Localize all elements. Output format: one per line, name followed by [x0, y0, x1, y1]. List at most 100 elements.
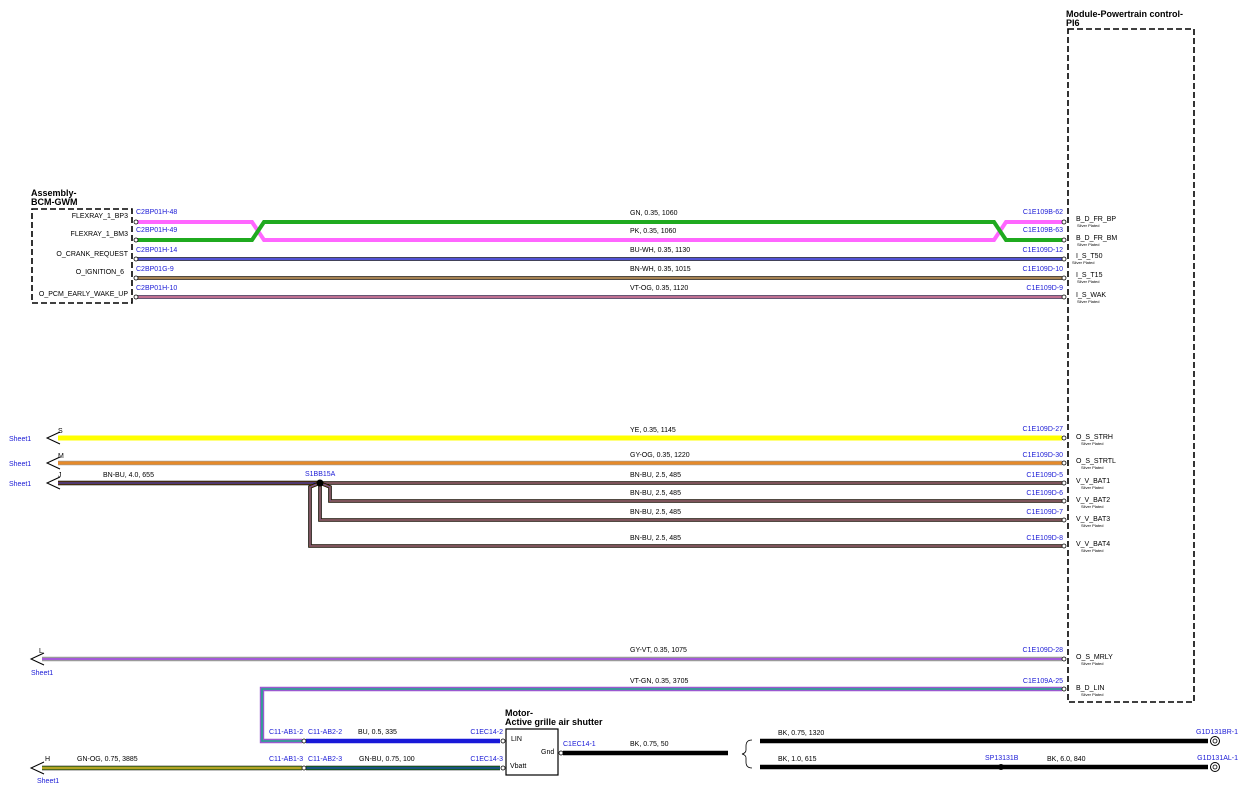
wire-spec: GN-BU, 0.75, 100 — [359, 756, 415, 763]
vbatt-circuit: H Sheet1 GN-OG, 0.75, 3885 C11-AB1-3 C11… — [29, 756, 506, 785]
flexray-wire-pink — [136, 220, 1062, 242]
pcm-connector: C1E109D-6 — [1026, 490, 1063, 497]
bcm-connector-left: C2BP01G-9 — [136, 266, 174, 273]
wire-spec: BN-BU, 2.5, 485 — [630, 509, 681, 516]
wire-spec: GY-OG, 0.35, 1220 — [630, 452, 690, 459]
wire-stripe — [319, 482, 1062, 502]
wire-body — [319, 481, 1062, 503]
motor-pin-vbatt: Vbatt — [510, 763, 526, 770]
plating-note: Silver Plated — [1077, 242, 1099, 247]
pcm-connector: C1E109B-62 — [1023, 209, 1063, 216]
ground-circuit: C1EC14-1 BK, 0.75, 50 BK, 0.75, 1320 BK,… — [558, 729, 1238, 772]
bcm-title-line1: Assembly- — [31, 188, 77, 198]
pcm-module-box — [1067, 28, 1195, 703]
plating-note: Silver Plated — [1081, 504, 1103, 509]
terminal-dot — [558, 750, 564, 756]
terminal-dot — [1061, 656, 1067, 662]
wire-spec: BN-WH, 0.35, 1015 — [630, 266, 691, 273]
sheet-letter: J — [58, 472, 62, 479]
terminal-dot — [1061, 219, 1067, 225]
off-sheet-arrow-icon — [45, 476, 61, 490]
bcm-signal-name: O_IGNITION_6 — [76, 269, 124, 276]
wire-spec: VT-GN, 0.35, 3705 — [630, 678, 688, 685]
sheet-letter: M — [58, 453, 64, 460]
bcm-signal-name: O_CRANK_REQUEST — [56, 251, 128, 258]
flexray-wires — [136, 220, 1062, 242]
pcm-pin-name: V_V_BAT1 — [1076, 478, 1110, 485]
pcm-connector: C1E109D-10 — [1023, 266, 1064, 273]
pcm-pin-name: B_D_LIN — [1076, 685, 1104, 692]
wire-spec: BN-BU, 2.5, 485 — [630, 490, 681, 497]
terminal-dot — [1061, 237, 1067, 243]
motor-pin-gnd: Gnd — [541, 749, 554, 756]
terminal-dot — [133, 237, 139, 243]
wire-spec: BK, 0.75, 50 — [630, 741, 669, 748]
inline-connector-a: C11-AB1-3 — [269, 756, 303, 763]
bcm-signal-name: O_PCM_EARLY_WAKE_UP — [39, 291, 128, 298]
terminal-dot — [1061, 460, 1067, 466]
plating-note: Silver Plated — [1077, 223, 1099, 228]
motor-pin-lin: LIN — [511, 736, 522, 743]
pcm-pin-name: O_S_STRTL — [1076, 458, 1116, 465]
pcm-connector: C1E109D-12 — [1023, 247, 1064, 254]
bcm-row-1: FLEXRAY_1_BM3 C2BP01H-49 PK, 0.35, 1060 … — [71, 227, 1118, 247]
bcm-connector-left: C2BP01H-48 — [136, 209, 177, 216]
sheet-letter: S — [58, 428, 63, 435]
motor-connector: C1EC14-3 — [470, 756, 503, 763]
terminal-dot — [1061, 517, 1067, 523]
wire-spec: BN-BU, 4.0, 655 — [103, 472, 154, 479]
terminal-dot — [1061, 435, 1067, 441]
wire-spec: VT-OG, 0.35, 1120 — [630, 285, 688, 292]
wire-spec: BK, 1.0, 615 — [778, 756, 817, 763]
bcm-row-0: FLEXRAY_1_BP3 C2BP01H-48 GN, 0.35, 1060 … — [72, 209, 1117, 228]
pcm-pin-name: V_V_BAT3 — [1076, 516, 1110, 523]
inline-connector-b: C11-AB2-2 — [308, 729, 342, 736]
motor-box — [505, 728, 559, 776]
terminal-dot — [1061, 498, 1067, 504]
bcm-connector-left: C2BP01H-49 — [136, 227, 177, 234]
wire-spec: BU, 0.5, 335 — [358, 729, 397, 736]
pcm-pin-name: V_V_BAT2 — [1076, 497, 1110, 504]
strtl-row: Sheet1 M GY-OG, 0.35, 1220 C1E109D-30 O_… — [9, 452, 1116, 470]
ground-connector: G1D131AL-1 — [1197, 755, 1238, 762]
brace-icon — [741, 739, 753, 769]
pcm-pin-name: V_V_BAT4 — [1076, 541, 1110, 548]
off-sheet-arrow-icon — [45, 456, 61, 470]
ground-eyelet-icon — [1210, 762, 1220, 772]
sheet-letter: H — [45, 756, 50, 763]
pcm-connector: C1E109B-63 — [1023, 227, 1063, 234]
splice-dot — [998, 764, 1004, 770]
wire-stripe — [319, 483, 1062, 521]
inline-connector-dot — [301, 738, 307, 744]
bcm-module: Assembly- BCM-GWM — [31, 188, 133, 304]
lin-circuit: VT-GN, 0.35, 3705 C1E109A-25 B_D_LIN Sil… — [259, 678, 1104, 744]
plating-note: Silver Plated — [1081, 523, 1103, 528]
terminal-dot — [500, 738, 506, 744]
bcm-connector-left: C2BP01H-10 — [136, 285, 177, 292]
pcm-pin-name: B_D_FR_BM — [1076, 235, 1117, 242]
motor-title-line2: Active grille air shutter — [505, 717, 603, 727]
mrly-row: L Sheet1 GY-VT, 0.35, 1075 C1E109D-28 O_… — [29, 647, 1113, 677]
wire-outline — [319, 481, 1062, 503]
terminal-dot — [500, 765, 506, 771]
plating-note: Silver Plated — [1077, 299, 1099, 304]
wire-stripe — [309, 482, 1062, 547]
pcm-connector: C1E109D-5 — [1026, 472, 1063, 479]
wire-spec: BN-BU, 2.5, 485 — [630, 535, 681, 542]
terminal-dot — [133, 219, 139, 225]
pcm-pin-name: O_S_STRH — [1076, 434, 1113, 441]
pcm-pin-name: I_S_T50 — [1076, 253, 1103, 260]
motor-connector: C1EC14-2 — [470, 729, 503, 736]
bcm-connector-left: C2BP01H-14 — [136, 247, 177, 254]
wire-spec: BU-WH, 0.35, 1130 — [630, 247, 690, 254]
wire-spec: YE, 0.35, 1145 — [630, 427, 676, 434]
sheet-ref: Sheet1 — [9, 461, 31, 468]
pcm-pin-name: I_S_WAK — [1076, 292, 1106, 299]
splice-label: S1BB15A — [305, 471, 336, 478]
motor-connector: C1EC14-1 — [563, 741, 596, 748]
bcm-title-line2: BCM-GWM — [31, 197, 78, 207]
pcm-connector: C1E109D-8 — [1026, 535, 1063, 542]
wire-spec: GN, 0.35, 1060 — [630, 210, 678, 217]
pcm-title-line1: Module-Powertrain control- — [1066, 9, 1183, 19]
pcm-pin-name: O_S_MRLY — [1076, 654, 1113, 661]
